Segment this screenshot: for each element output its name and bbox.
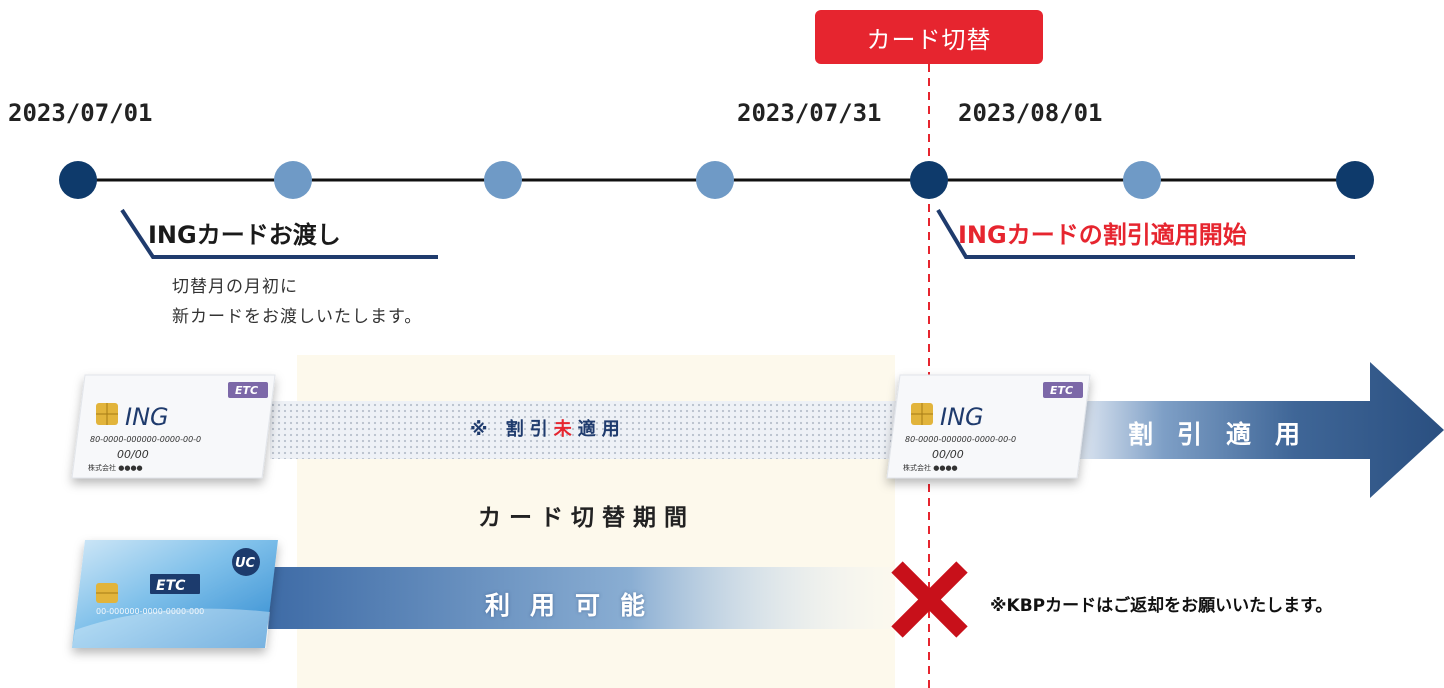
ing-card-right-etc: ETC <box>1050 384 1073 397</box>
timeline-node <box>274 161 312 199</box>
date-start: 2023/07/01 <box>8 99 153 127</box>
discount-applied-arrow <box>1070 362 1444 498</box>
ing-card-left <box>71 374 276 479</box>
ing-card-right-expiry: 00/00 <box>932 448 964 461</box>
ing-card-left-holder: 株式会社 ●●●● <box>88 463 143 472</box>
ing-card-right-holder: 株式会社 ●●●● <box>903 463 958 472</box>
switch-badge: カード切替 <box>815 10 1043 64</box>
caption-discount-start: INGカードの割引適用開始 <box>958 221 1247 249</box>
discount-not-applied-prefix: ※ 割引 <box>470 419 554 440</box>
caption-handover: INGカードお渡し <box>148 221 341 249</box>
timeline-node <box>484 161 522 199</box>
usable-label: 利用可能 <box>485 591 666 620</box>
discount-applied-label: 割引適用 <box>1128 420 1325 449</box>
date-next: 2023/08/01 <box>958 99 1103 127</box>
ing-card-left-number: 80-0000-000000-0000-00-0 <box>90 435 201 444</box>
usable-bar <box>268 567 928 629</box>
discount-not-applied-band <box>270 401 910 459</box>
discount-not-applied-suffix: 適用 <box>577 419 626 440</box>
handover-description: 切替月の月初に 新カードをお渡しいたします。 <box>172 272 422 332</box>
ing-card-left-expiry: 00/00 <box>117 448 149 461</box>
discount-not-applied-highlight: 未 <box>553 419 578 440</box>
timeline-node <box>910 161 948 199</box>
description-line-2: 新カードをお渡しいたします。 <box>172 307 423 327</box>
timeline-node <box>59 161 97 199</box>
ing-card-right-number: 80-0000-000000-0000-00-0 <box>905 435 1016 444</box>
date-end: 2023/07/31 <box>737 99 882 127</box>
kbp-card <box>72 540 278 648</box>
timeline-node <box>1123 161 1161 199</box>
timeline-node <box>1336 161 1374 199</box>
return-x-icon <box>891 561 968 638</box>
description-line-1: 切替月の月初に <box>172 277 298 297</box>
kbp-card-etc: ETC <box>156 578 186 594</box>
ing-card-right-brand: ING <box>940 403 984 431</box>
handover-underline <box>120 208 438 259</box>
discount-not-applied-label: ※ 割引未適用 <box>470 415 626 441</box>
ing-card-right <box>886 374 1091 479</box>
kbp-card-logo: UC <box>235 556 256 571</box>
discount-start-underline <box>936 208 1355 259</box>
return-note: ※KBPカードはご返却をお願いいたします。 <box>990 596 1333 616</box>
timeline-node <box>696 161 734 199</box>
ing-card-left-brand: ING <box>125 403 169 431</box>
ing-card-left-etc: ETC <box>235 384 258 397</box>
switch-period-label: カード切替期間 <box>478 505 695 531</box>
kbp-card-number: 00-000000-0000-0000-000 <box>96 607 204 616</box>
